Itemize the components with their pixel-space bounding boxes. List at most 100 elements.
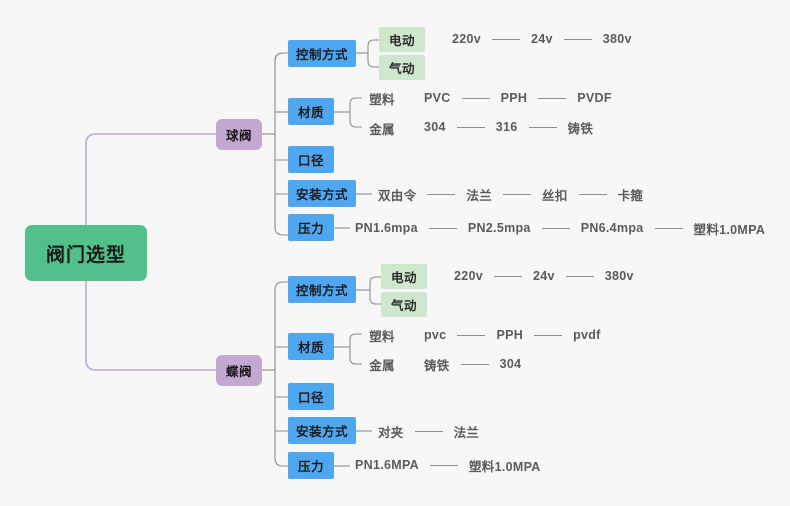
chain-row-metal-ball: 304 316 铸铁 (424, 118, 593, 136)
attribute-label: 控制方式 (295, 48, 348, 62)
option-node-pneumatic-ball[interactable]: 气动 (379, 55, 425, 80)
chain-item[interactable]: PPH (496, 328, 524, 342)
attribute-node-material-ball[interactable]: 材质 (288, 98, 334, 125)
attribute-node-material-butterfly[interactable]: 材质 (288, 333, 334, 360)
option-label: 电动 (388, 34, 415, 48)
attribute-node-installation-ball[interactable]: 安装方式 (288, 180, 356, 207)
option-node-pneumatic-butterfly[interactable]: 气动 (381, 292, 427, 317)
attribute-label: 口径 (297, 154, 324, 168)
root-node[interactable]: 阀门选型 (25, 225, 147, 281)
chain-row-installation-butterfly: 对夹 法兰 (378, 422, 479, 440)
chain-connector-line (565, 275, 594, 277)
attribute-label: 安装方式 (295, 425, 348, 439)
chain-connector-line (494, 275, 523, 277)
option-label: 气动 (390, 299, 417, 313)
attribute-label: 压力 (297, 222, 324, 236)
chain-item[interactable]: pvdf (573, 328, 601, 342)
branch-label: 球阀 (225, 129, 252, 143)
chain-item[interactable]: 法兰 (453, 425, 480, 440)
chain-item[interactable]: PN2.5mpa (467, 221, 531, 235)
option-label: 气动 (388, 62, 415, 76)
chain-item[interactable]: 304 (499, 357, 522, 371)
chain-connector-line (503, 193, 532, 195)
chain-item[interactable]: 304 (424, 120, 446, 134)
chain-item[interactable]: 24v (533, 269, 555, 283)
attribute-node-diameter-ball[interactable]: 口径 (288, 146, 334, 173)
chain-item[interactable]: 220v (454, 269, 484, 283)
chain-row-electric-butterfly: 220v 24v 380v (454, 267, 634, 285)
attribute-node-diameter-butterfly[interactable]: 口径 (288, 383, 334, 410)
branch-node-ball-valve[interactable]: 球阀 (216, 119, 262, 150)
chain-item[interactable]: 316 (495, 120, 518, 134)
chain-connector-line (541, 227, 570, 229)
chain-connector-line (461, 97, 490, 99)
option-node-metal-ball[interactable]: 金属 (362, 117, 402, 139)
attribute-node-pressure-ball[interactable]: 压力 (288, 214, 334, 241)
option-label: 塑料 (369, 92, 395, 107)
chain-row-metal-butterfly: 铸铁 304 (424, 355, 521, 373)
chain-connector-line (654, 227, 683, 229)
chain-item[interactable]: 铸铁 (424, 358, 450, 373)
option-label: 金属 (369, 122, 395, 137)
chain-item[interactable]: 对夹 (378, 425, 404, 440)
option-node-plastic-butterfly[interactable]: 塑料 (362, 324, 402, 346)
chain-item[interactable]: PVC (424, 91, 451, 105)
option-node-electric-ball[interactable]: 电动 (379, 27, 425, 52)
attribute-label: 材质 (297, 341, 324, 355)
chain-item[interactable]: 塑料1.0MPA (469, 459, 541, 474)
chain-row-plastic-ball: PVC PPH PVDF (424, 89, 612, 107)
chain-item[interactable]: PN6.4mpa (580, 221, 644, 235)
attribute-node-installation-butterfly[interactable]: 安装方式 (288, 417, 356, 444)
option-node-electric-butterfly[interactable]: 电动 (381, 264, 427, 289)
chain-connector-line (460, 363, 489, 365)
chain-connector-line (578, 193, 607, 195)
option-label: 电动 (390, 271, 417, 285)
chain-item[interactable]: 铸铁 (567, 121, 594, 136)
chain-item[interactable]: PN1.6MPA (355, 458, 419, 472)
chain-row-installation-ball: 双由令 法兰 丝扣 卡箍 (378, 185, 643, 203)
chain-item[interactable]: 380v (602, 32, 632, 46)
option-node-metal-butterfly[interactable]: 金属 (362, 353, 402, 375)
attribute-node-pressure-butterfly[interactable]: 压力 (288, 452, 334, 479)
root-label: 阀门选型 (45, 244, 126, 266)
chain-item[interactable]: PN1.6mpa (355, 221, 418, 235)
chain-item[interactable]: 380v (604, 269, 634, 283)
chain-item[interactable]: 丝扣 (542, 188, 568, 203)
chain-connector-line (457, 334, 486, 336)
attribute-node-control-method-butterfly[interactable]: 控制方式 (288, 276, 356, 303)
branch-label: 蝶阀 (225, 365, 252, 379)
attribute-label: 口径 (297, 391, 324, 405)
chain-item[interactable]: pvc (424, 328, 447, 342)
attribute-label: 材质 (297, 106, 324, 120)
attribute-label: 控制方式 (295, 284, 348, 298)
chain-row-pressure-ball: PN1.6mpa PN2.5mpa PN6.4mpa 塑料1.0MPA (355, 219, 765, 237)
chain-connector-line (492, 38, 521, 40)
chain-connector-line (430, 464, 458, 466)
option-label: 塑料 (369, 329, 395, 344)
chain-connector-line (563, 38, 592, 40)
branch-node-butterfly-valve[interactable]: 蝶阀 (216, 355, 262, 386)
chain-item[interactable]: 法兰 (466, 188, 493, 203)
chain-connector-line (528, 126, 557, 128)
option-node-plastic-ball[interactable]: 塑料 (362, 87, 402, 109)
attribute-node-control-method-ball[interactable]: 控制方式 (288, 40, 356, 67)
option-label: 金属 (369, 358, 395, 373)
chain-row-plastic-butterfly: pvc PPH pvdf (424, 326, 601, 344)
chain-item[interactable]: 卡箍 (617, 188, 644, 203)
attribute-label: 压力 (297, 460, 324, 474)
chain-item[interactable]: 塑料1.0MPA (693, 222, 766, 237)
chain-connector-line (534, 334, 563, 336)
chain-item[interactable]: 24v (531, 32, 553, 46)
chain-item[interactable]: 220v (452, 32, 482, 46)
chain-connector-line (538, 97, 567, 99)
chain-row-pressure-butterfly: PN1.6MPA 塑料1.0MPA (355, 456, 541, 474)
chain-connector-line (427, 193, 456, 195)
chain-row-electric-ball: 220v 24v 380v (452, 30, 632, 48)
chain-connector-line (428, 227, 457, 229)
attribute-label: 安装方式 (295, 188, 348, 202)
chain-connector-line (456, 126, 485, 128)
chain-item[interactable]: 双由令 (378, 188, 417, 203)
chain-item[interactable]: PVDF (577, 91, 612, 105)
chain-item[interactable]: PPH (500, 91, 528, 105)
